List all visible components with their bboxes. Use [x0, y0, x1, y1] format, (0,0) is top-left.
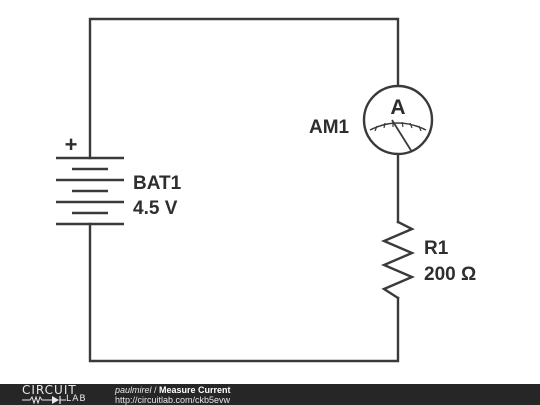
circuitlab-logo[interactable]: CIRCUIT LAB — [22, 384, 96, 405]
resistor-designator-label: R1 — [424, 238, 449, 259]
wire-top-left-to-ammeter — [88, 17, 400, 160]
resistor-zigzag — [380, 220, 416, 300]
ammeter-symbol-label: A — [390, 96, 405, 119]
footer-title-line: paulmirel / Measure Current — [115, 385, 231, 395]
circuit-url-link[interactable]: http://circuitlab.com/ckb5evw — [115, 395, 231, 405]
author-link[interactable]: paulmirel — [115, 385, 152, 395]
ammeter-scale-ticks — [374, 121, 422, 132]
circuit-title: Measure Current — [159, 385, 231, 395]
schematic-canvas: + BAT1 4.5 V A AM1 R1 200 Ω — [56, 17, 476, 363]
resistor-wave-icon — [22, 395, 66, 404]
ammeter-designator-label: AM1 — [309, 117, 350, 138]
footer-separator: / — [151, 385, 160, 395]
ammeter-needle — [391, 119, 413, 153]
resistor-value-label: 200 Ω — [424, 264, 476, 285]
battery-bat1[interactable]: + BAT1 4.5 V — [56, 132, 182, 226]
logo-wordmark-bottom: LAB — [66, 394, 87, 404]
battery-value-label: 4.5 V — [133, 198, 178, 219]
ammeter-am1[interactable]: A AM1 — [309, 84, 434, 156]
ammeter-body — [362, 84, 434, 156]
ammeter-scale-arc — [369, 122, 427, 131]
wire-resistor-to-bottom-to-battery — [88, 222, 400, 363]
battery-polarity-plus: + — [65, 132, 78, 157]
resistor-r1[interactable]: R1 200 Ω — [380, 220, 476, 300]
footer-info: paulmirel / Measure Current http://circu… — [115, 385, 231, 405]
footer-bar: CIRCUIT LAB paulmirel / Measure Current … — [0, 384, 540, 405]
logo-wordmark-top: CIRCUIT — [22, 383, 77, 397]
battery-designator-label: BAT1 — [133, 173, 182, 194]
